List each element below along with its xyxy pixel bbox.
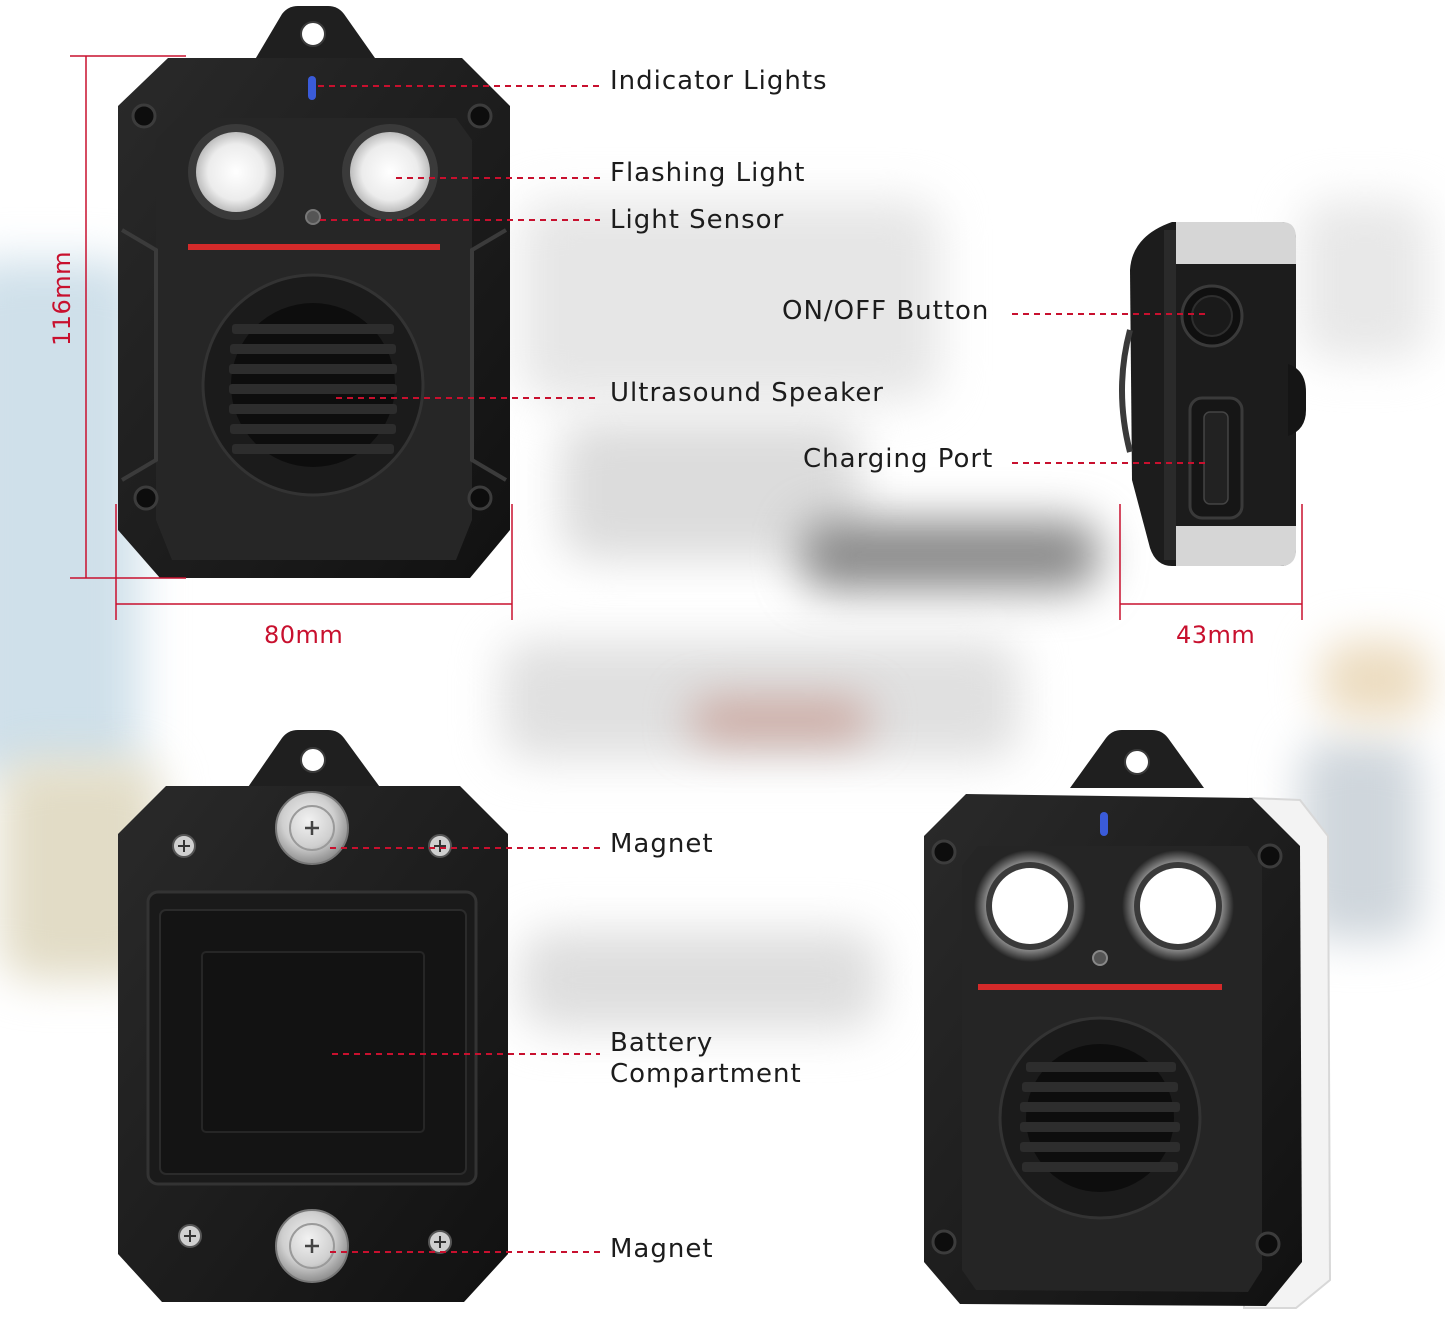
screw-icon [133,485,159,511]
light-sensor-icon [305,209,321,225]
front-view-device [118,6,510,578]
magnet-icon [275,1209,349,1283]
label-magnet-top: Magnet [610,829,714,859]
front-callout-lines [318,85,600,399]
label-light-sensor: Light Sensor [610,205,785,235]
label-battery-line2: Compartment [610,1059,802,1089]
screw-icon [467,485,493,511]
dimension-height: 116mm [48,250,76,346]
screw-icon [931,1229,957,1255]
dimension-width: 80mm [264,621,344,649]
dimension-lines-front [70,55,513,620]
dimension-depth: 43mm [1176,621,1256,649]
speaker-grille-icon [229,324,397,454]
screw-icon [428,834,452,858]
screw-icon [428,1230,452,1254]
label-flashing-light: Flashing Light [610,158,806,188]
screw-icon [131,103,157,129]
label-on-off-button: ON/OFF Button [782,296,990,326]
screw-icon [1257,843,1283,869]
hook-hole [300,21,326,47]
red-accent-strip [188,244,440,250]
side-view-device [1119,222,1306,566]
light-sensor-icon [1092,950,1108,966]
indicator-light-icon [1100,812,1108,836]
label-indicator-lights: Indicator Lights [610,66,828,96]
screw-icon [467,103,493,129]
screw-icon [1255,1231,1281,1257]
screw-icon [931,839,957,865]
angled-view-device [924,730,1332,1309]
label-magnet-bottom: Magnet [610,1234,714,1264]
back-view-device [118,730,508,1302]
label-battery-compartment: Battery Compartment [610,1028,802,1090]
speaker-grille-icon [1020,1062,1180,1172]
indicator-light-icon [308,76,316,100]
label-charging-port: Charging Port [803,444,994,474]
screw-icon [178,1224,202,1248]
back-callout-lines [330,847,600,1253]
label-ultrasound-speaker: Ultrasound Speaker [610,378,885,408]
magnet-icon [275,791,349,865]
dimension-lines-side [1119,504,1303,620]
label-battery-line1: Battery [610,1028,714,1058]
red-accent-strip [978,984,1222,990]
screw-icon [172,834,196,858]
